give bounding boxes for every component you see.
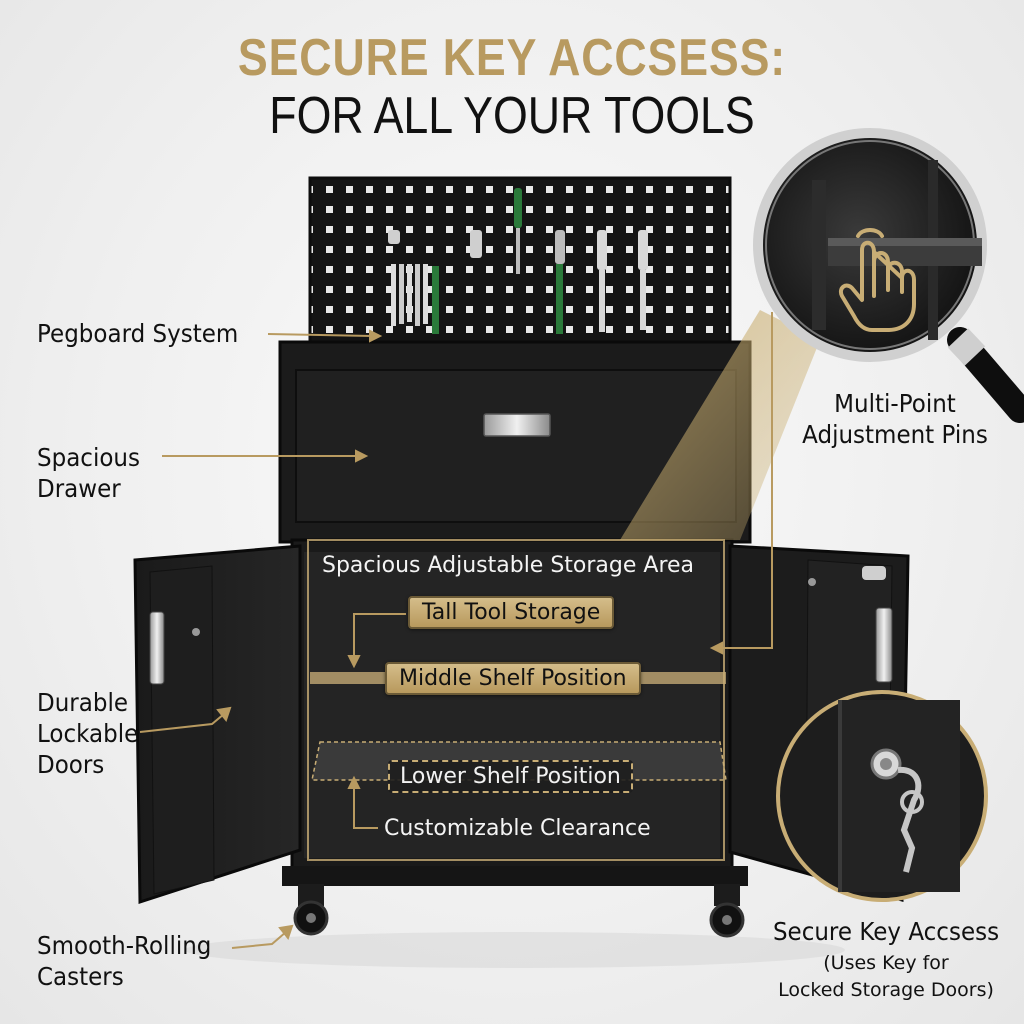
callout-doors-line2: Lockable [37,719,139,748]
middle-shelf-label: Middle Shelf Position [385,662,641,695]
storage-area-title: Spacious Adjustable Storage Area [322,553,695,578]
callout-drawer-line1: Spacious [37,443,140,472]
customizable-clearance-label: Customizable Clearance [384,816,651,841]
callout-lock-sub2: Locked Storage Doors) [778,979,994,1001]
callout-pegboard: Pegboard System [37,319,239,348]
headline-line1: SECURE KEY ACCSESS: [237,29,787,87]
callout-pins-line1: Multi-Point [834,389,956,418]
callout-lines [139,312,773,949]
callout-drawer-line2: Drawer [37,474,121,503]
callout-pins-line2: Adjustment Pins [802,420,988,449]
magnifier-icon [753,128,1024,423]
pegboard [308,176,732,350]
callout-doors-line1: Durable [37,688,128,717]
callout-lock-sub1: (Uses Key for [823,952,949,974]
callout-beam [620,310,820,540]
left-door [133,544,302,905]
drawer-handle [483,413,551,437]
casters [293,884,745,938]
callout-casters-line1: Smooth-Rolling [37,931,212,960]
hand-pointer-icon [839,228,916,332]
headline-line2: FOR ALL YOUR TOOLS [269,87,755,145]
callout-doors-line3: Doors [37,750,105,779]
callout-casters-line2: Casters [37,962,124,991]
key-lock-icon [776,690,988,902]
lower-shelf-label: Lower Shelf Position [388,760,633,793]
tall-tool-storage-label: Tall Tool Storage [408,596,615,629]
callout-lock-title: Secure Key Accsess [772,917,1000,946]
hanging-tools [388,188,648,334]
